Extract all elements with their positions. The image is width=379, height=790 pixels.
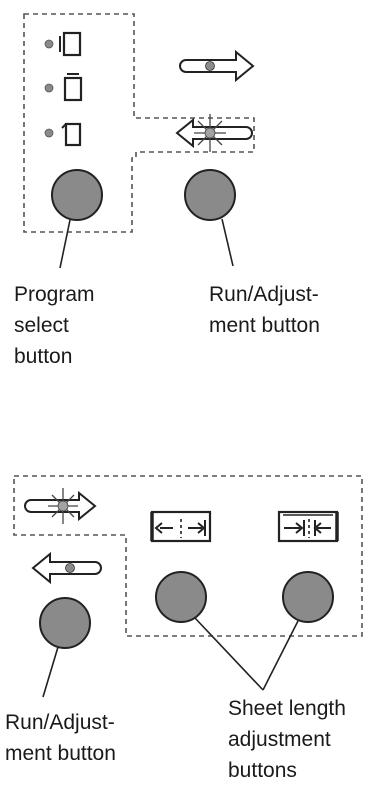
label-line: button — [14, 345, 73, 368]
label-line: Sheet length — [228, 697, 346, 720]
run-adjustment-button-bottom[interactable] — [39, 597, 91, 649]
label-line: Run/Adjust- — [5, 711, 115, 734]
label-line: Run/Adjust- — [209, 283, 319, 306]
sheet-shorten-leader — [194, 617, 264, 691]
sheet-lengthen-button[interactable] — [282, 571, 334, 623]
run-adjustment-button-top[interactable] — [184, 169, 236, 221]
run-adjust-bottom-leader — [42, 646, 59, 698]
arrow-right-blinking-icon — [24, 488, 97, 524]
sheet-right-icon — [59, 31, 82, 57]
arrow-left-icon — [31, 551, 102, 585]
label-line: ment button — [5, 742, 116, 765]
indicator-dot-3 — [44, 128, 54, 138]
program-select-leader — [59, 219, 71, 269]
program-select-button-label: Program select button — [14, 279, 95, 372]
label-line: adjustment — [228, 728, 331, 751]
label-line: ment button — [209, 314, 320, 337]
bottom-panel-dashed-border — [13, 475, 363, 637]
sheet-left-icon — [61, 122, 82, 147]
indicator-dot-2 — [44, 83, 54, 93]
sheet-lengthen-leader — [262, 620, 299, 691]
run-adjust-top-leader — [221, 218, 234, 267]
run-adjustment-button-bottom-label: Run/Adjust- ment button — [5, 707, 116, 769]
arrow-left-blinking-icon — [175, 114, 253, 152]
program-select-button[interactable] — [51, 169, 103, 221]
arrow-right-icon — [179, 49, 255, 83]
label-line: select — [14, 314, 69, 337]
indicator-dot-1 — [44, 39, 54, 49]
label-line: Program — [14, 283, 95, 306]
sheet-length-adjustment-buttons-label: Sheet length adjustment buttons — [228, 693, 346, 786]
sheet-shorten-button[interactable] — [155, 571, 207, 623]
top-panel-dashed-border — [23, 13, 255, 233]
label-line: buttons — [228, 759, 297, 782]
sheet-shorten-icon — [150, 510, 212, 543]
run-adjustment-button-top-label: Run/Adjust- ment button — [209, 279, 320, 341]
sheet-lengthen-icon — [277, 510, 339, 543]
sheet-up-icon — [63, 73, 83, 102]
